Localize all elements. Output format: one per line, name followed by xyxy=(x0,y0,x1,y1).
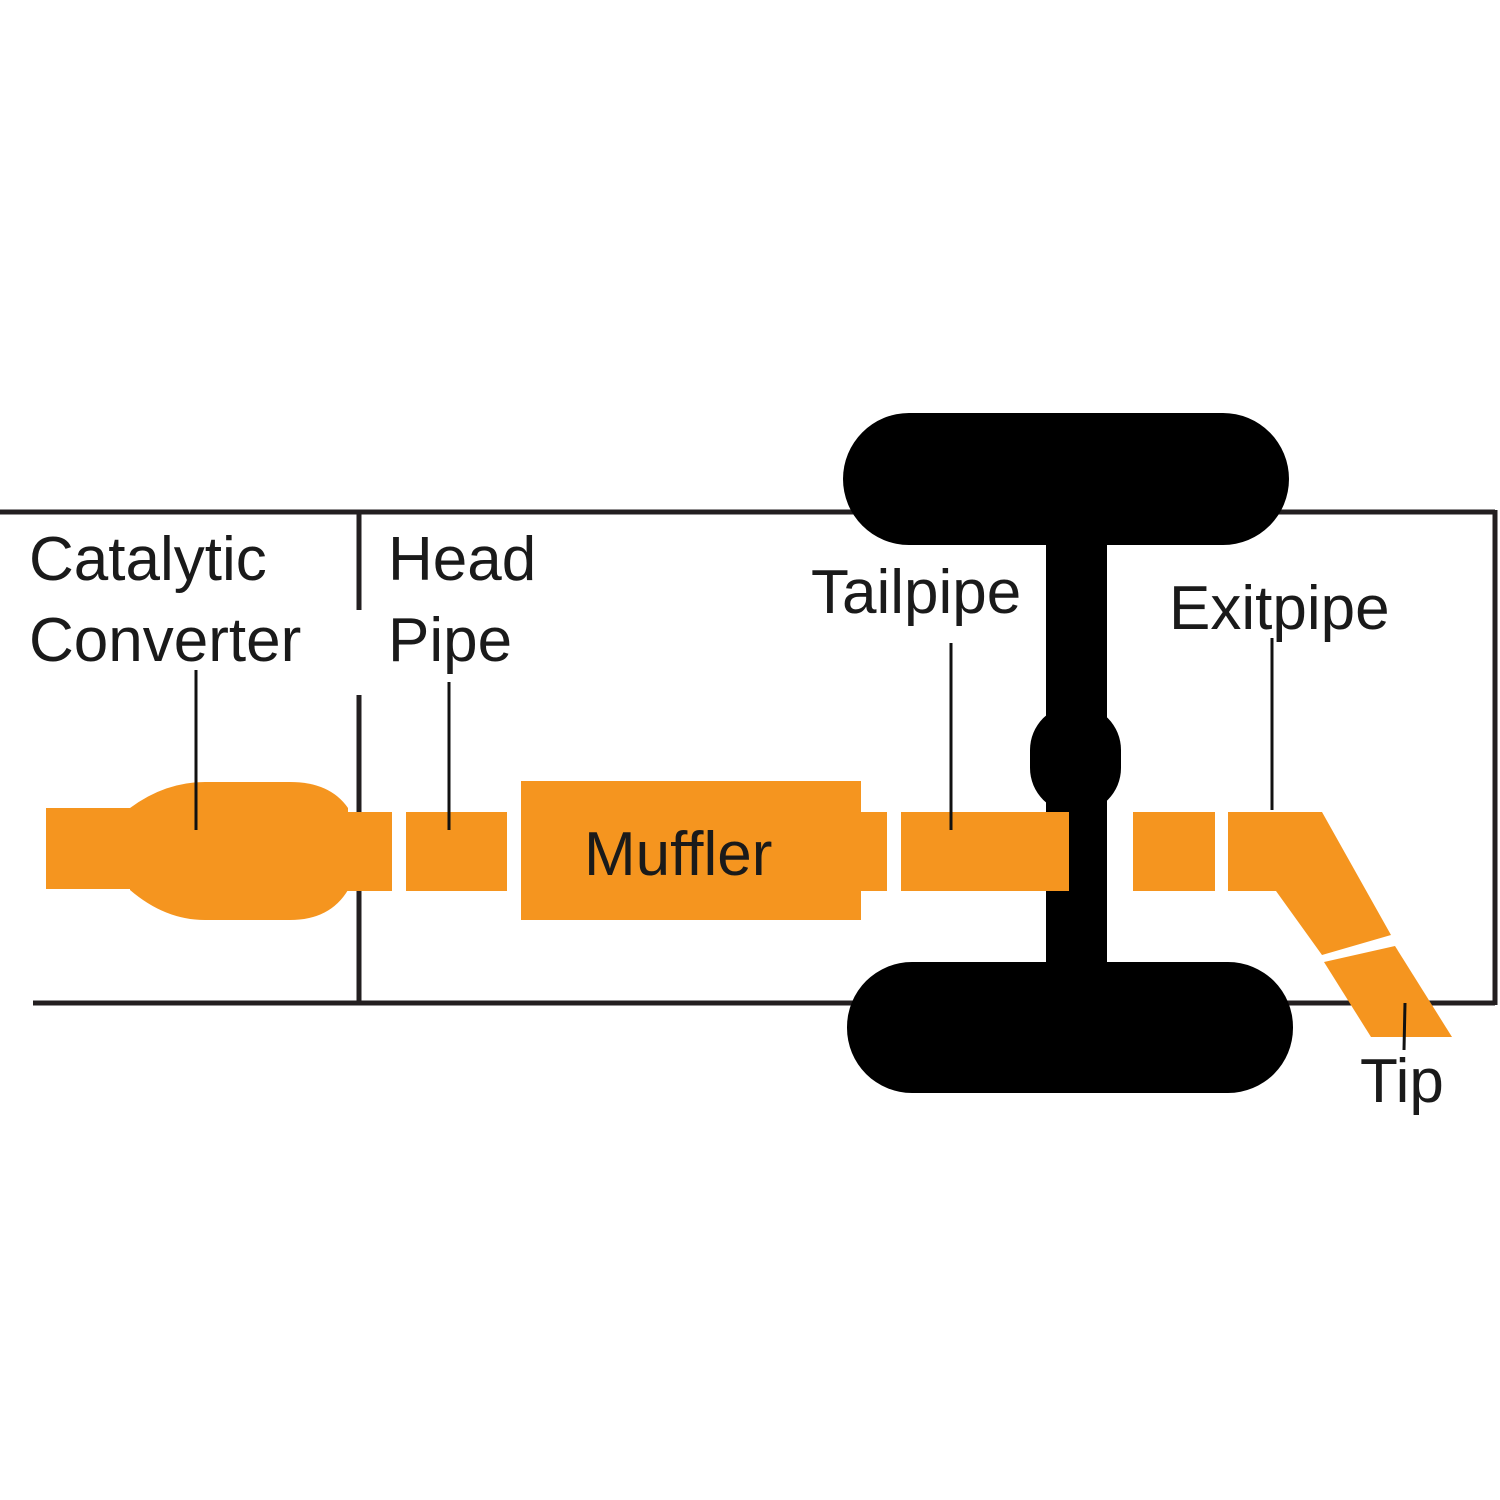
exhaust-parts xyxy=(46,781,1452,1037)
label-muffler: Muffler xyxy=(584,820,772,889)
label-exitpipe: Exitpipe xyxy=(1169,574,1390,643)
catalytic-converter xyxy=(130,782,348,920)
exitpipe-bend xyxy=(1228,812,1391,955)
exitpipe-straight xyxy=(1133,812,1215,891)
wheel-bottom xyxy=(847,962,1293,1093)
leader-lines xyxy=(194,638,1407,1051)
label-head-line2: Pipe xyxy=(388,606,512,675)
catalytic-inlet-pipe xyxy=(46,808,142,889)
muffler xyxy=(521,781,861,920)
label-catalytic-line1: Catalytic xyxy=(29,525,267,594)
label-head-line1: Head xyxy=(388,525,536,594)
muffler-outlet xyxy=(858,812,887,891)
label-tailpipe: Tailpipe xyxy=(811,558,1021,627)
label-tip: Tip xyxy=(1360,1047,1444,1116)
catalytic-outlet-pipe xyxy=(340,812,392,891)
label-catalytic-line2: Converter xyxy=(29,606,301,675)
rear-axle xyxy=(843,413,1293,1093)
wheel-top xyxy=(843,413,1289,545)
head-pipe xyxy=(406,812,507,891)
leader-tip xyxy=(1402,1002,1407,1051)
differential xyxy=(1030,705,1121,813)
tailpipe xyxy=(901,812,1069,891)
tip xyxy=(1324,946,1452,1037)
